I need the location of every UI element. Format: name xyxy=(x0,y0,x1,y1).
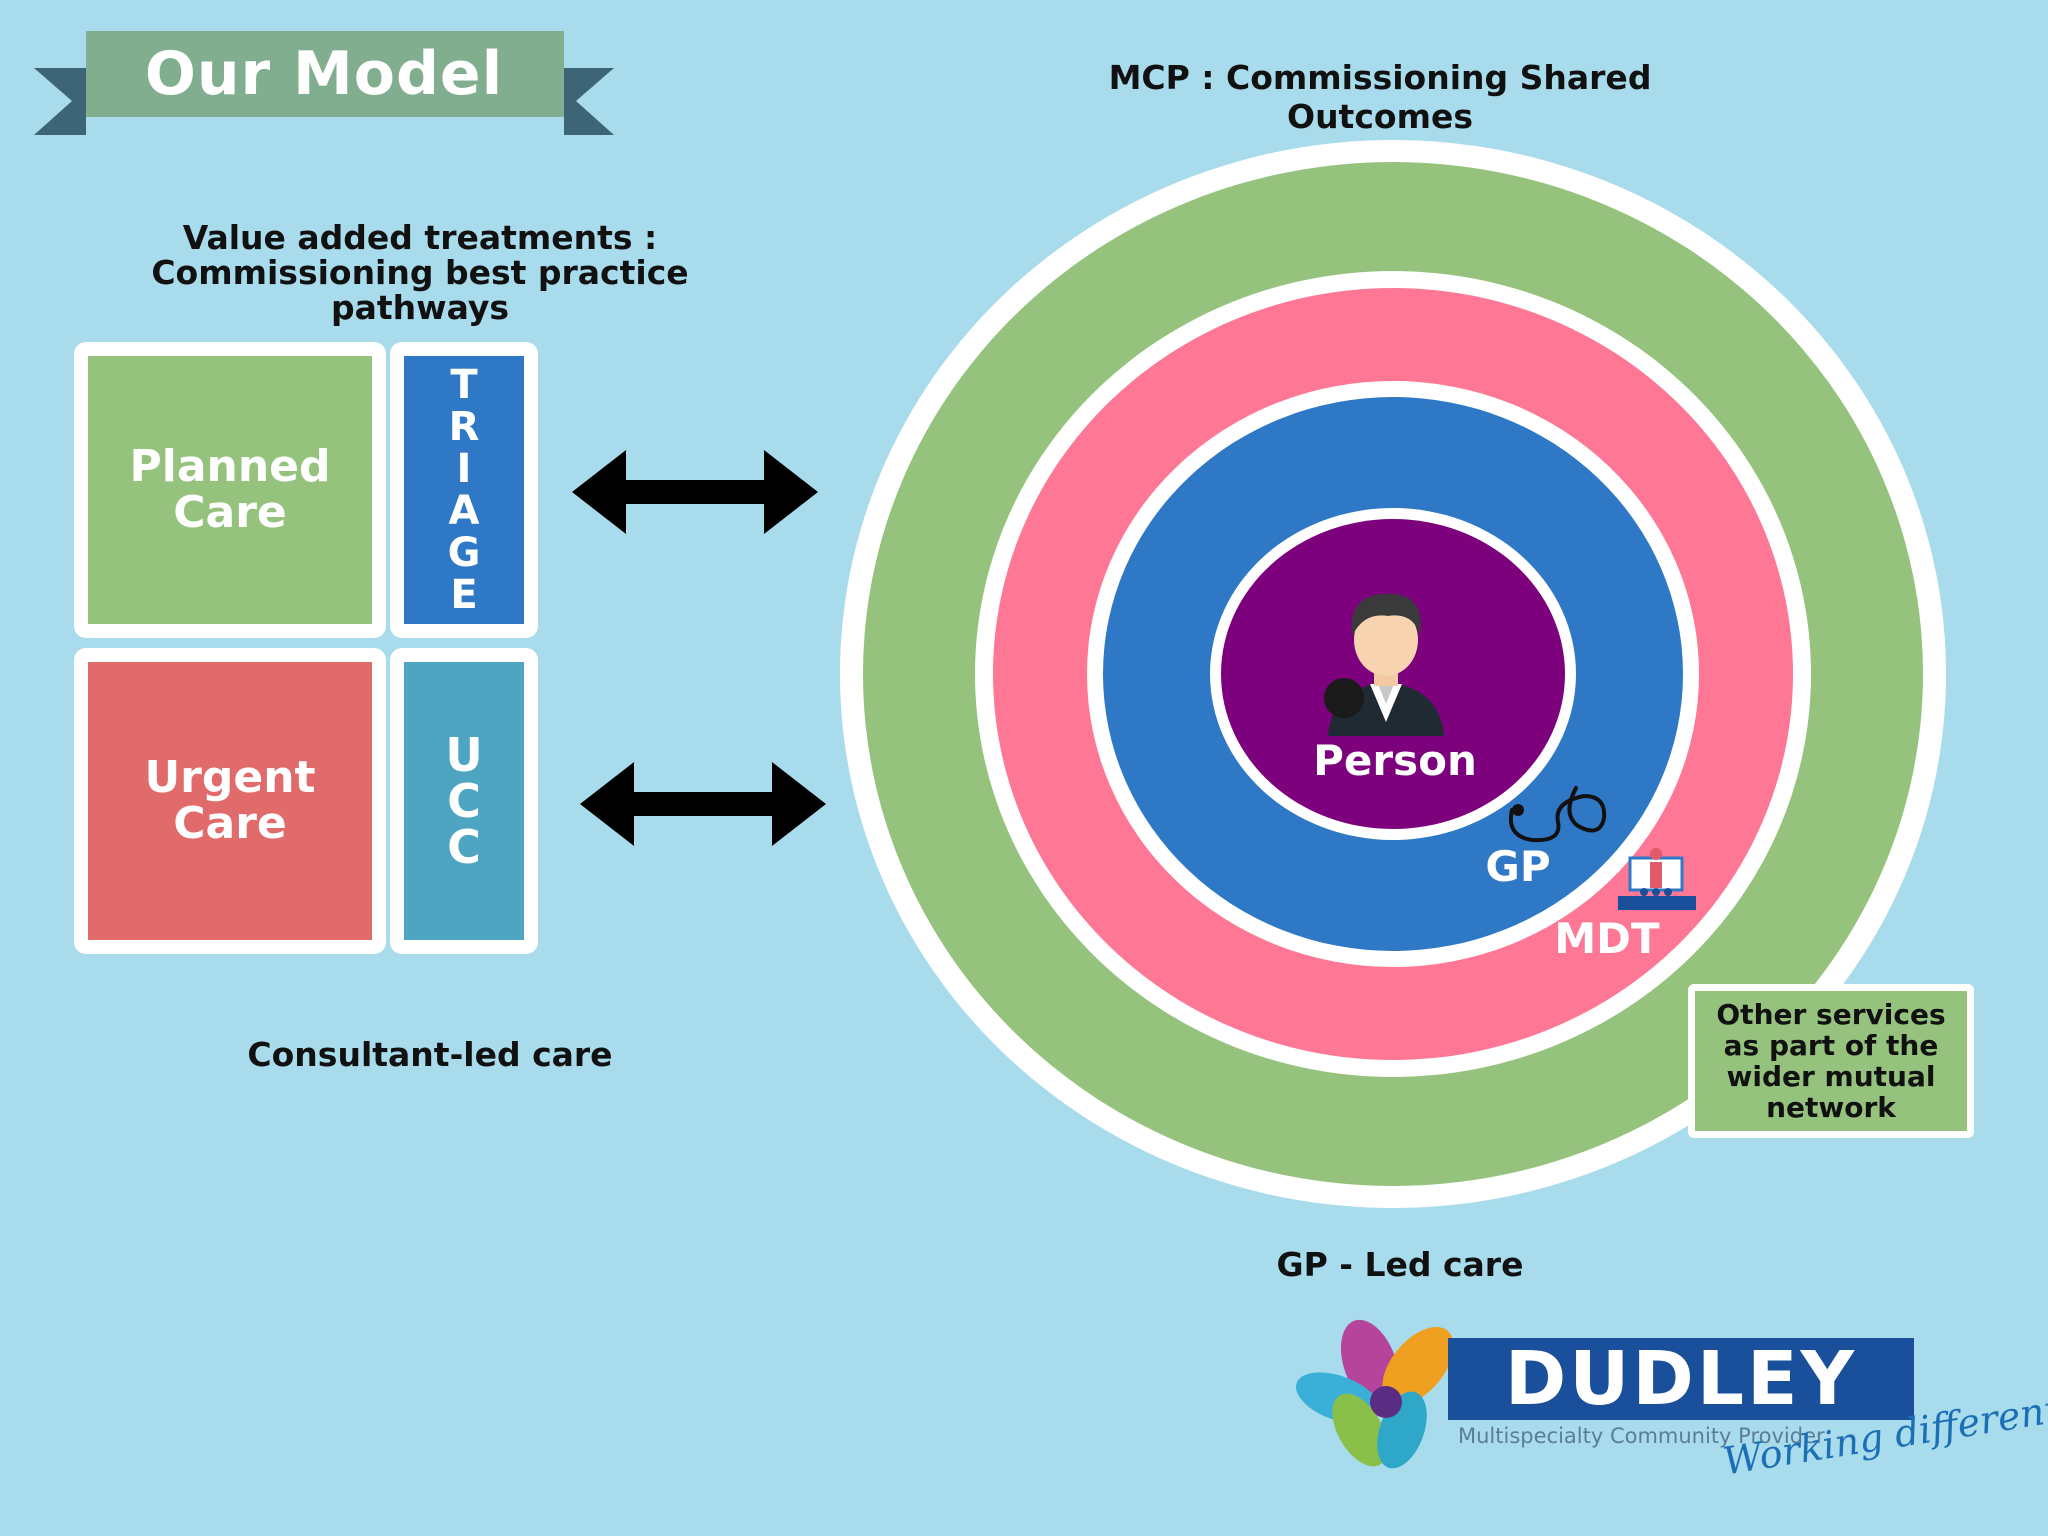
letter: G xyxy=(447,530,481,576)
urgent-care-block: Urgent Care xyxy=(74,648,386,954)
dudley-logo-wordmark: DUDLEY xyxy=(1448,1336,1914,1422)
gp-led-care-label: GP - Led care xyxy=(1276,1245,1524,1284)
page-title: Our Model xyxy=(144,39,504,109)
title-ribbon xyxy=(34,31,614,135)
dudley-flower-logo-icon xyxy=(1295,1319,1454,1469)
mcp-title: MCP : Commissioning Shared Outcomes xyxy=(1108,58,1652,136)
stethoscope-icon xyxy=(1509,786,1607,843)
double-arrow-top xyxy=(572,450,818,534)
letter: T xyxy=(450,362,478,408)
dudley-name: DUDLEY xyxy=(1504,1336,1858,1422)
double-arrow-bottom xyxy=(580,762,826,846)
planned-care-block: Planned Care xyxy=(74,342,386,638)
person-label: Person xyxy=(1313,736,1477,785)
planned-care-label: Planned Care xyxy=(129,441,331,538)
value-added-title: Value added treatments : Commissioning b… xyxy=(151,218,689,327)
urgent-care-label: Urgent Care xyxy=(144,752,316,849)
other-services-label: Other services as part of the wider mutu… xyxy=(1716,998,1946,1124)
letter: R xyxy=(448,404,480,450)
letter: I xyxy=(456,446,472,492)
mdt-label: MDT xyxy=(1554,914,1660,963)
gp-label: GP xyxy=(1485,842,1551,891)
letter: C xyxy=(447,820,481,874)
person-icon xyxy=(1324,593,1444,736)
mdt-meeting-icon xyxy=(1618,848,1696,910)
letter: C xyxy=(447,774,481,828)
letter: A xyxy=(448,488,480,534)
letter: U xyxy=(445,728,483,782)
letter: E xyxy=(450,572,478,618)
other-services-box: Other services as part of the wider mutu… xyxy=(1688,984,1974,1138)
consultant-led-label: Consultant-led care xyxy=(247,1035,613,1074)
logo-subtitle: Multispecialty Community Provider xyxy=(1458,1424,1825,1448)
